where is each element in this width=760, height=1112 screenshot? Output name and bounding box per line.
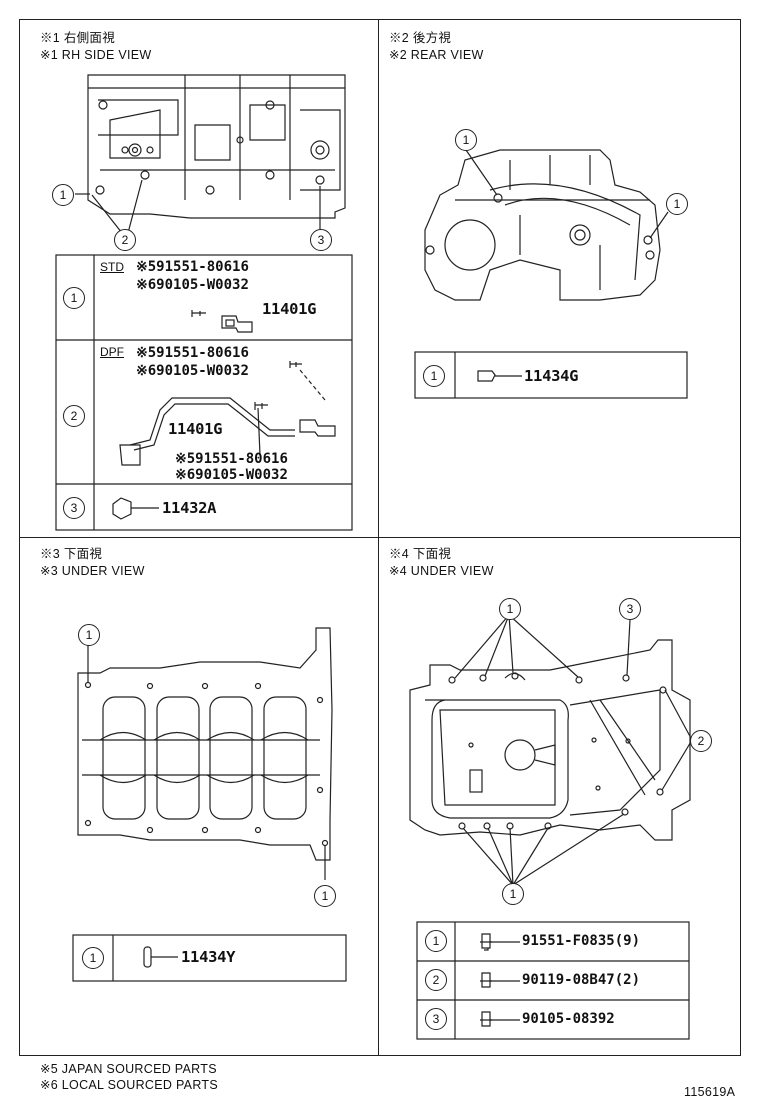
- rear-view-block: [424, 149, 669, 301]
- table3-lines: [72, 934, 347, 982]
- under-view3-block: [77, 627, 333, 880]
- callout-1-view1: 1: [52, 184, 74, 206]
- part-dpf-washer-a[interactable]: ※690105-W0032: [136, 363, 249, 379]
- view4-title-en: ※4 UNDER VIEW: [389, 564, 494, 578]
- table3-row1-index: 1: [82, 947, 104, 969]
- rh-side-view-block: [75, 74, 346, 234]
- part-oilpan-bolt-3[interactable]: 90105-08392: [522, 1011, 615, 1027]
- under-view4-block: [409, 614, 693, 886]
- part-oilpan-bolt-1[interactable]: 91551-F0835(9): [522, 933, 641, 949]
- table2-lines: [414, 351, 688, 399]
- table4-row1-index: 1: [425, 930, 447, 952]
- callout-1-view3-bottom: 1: [314, 885, 336, 907]
- std-tag: STD: [100, 260, 124, 274]
- sensor-harness-dpf: [119, 361, 336, 466]
- part-dpf-bolt-b[interactable]: ※591551-80616: [175, 451, 288, 467]
- view3-title-en: ※3 UNDER VIEW: [40, 564, 145, 578]
- dowel-11434y: [143, 946, 178, 968]
- table4-row3-index: 3: [425, 1008, 447, 1030]
- callout-1-view4-top: 1: [499, 598, 521, 620]
- table1-row2-index: 2: [63, 405, 85, 427]
- table2-row1-index: 1: [423, 365, 445, 387]
- horizontal-divider: [19, 537, 741, 538]
- view4-title-jp: ※4 下面視: [389, 547, 452, 561]
- callout-3-view4: 3: [619, 598, 641, 620]
- dowel-11434g: [477, 370, 522, 382]
- view2-title-jp: ※2 後方視: [389, 31, 452, 45]
- part-rear-dowel[interactable]: 11434G: [524, 367, 579, 385]
- view2-title-en: ※2 REAR VIEW: [389, 48, 484, 62]
- part-std-bolt[interactable]: ※591551-80616: [136, 259, 249, 275]
- part-dpf-bolt-a[interactable]: ※591551-80616: [136, 345, 249, 361]
- table1-row1-index: 1: [63, 287, 85, 309]
- callout-1-view3-top: 1: [78, 624, 100, 646]
- dpf-tag: DPF: [100, 345, 124, 359]
- part-std-sensor[interactable]: 11401G: [262, 300, 317, 318]
- sensor-bolt-std: [191, 310, 253, 333]
- footnote-local-sourced: ※6 LOCAL SOURCED PARTS: [40, 1078, 218, 1092]
- table1-row3-index: 3: [63, 497, 85, 519]
- callout-1-view4-bottom: 1: [502, 883, 524, 905]
- part-under-dowel[interactable]: 11434Y: [181, 948, 236, 966]
- part-std-washer[interactable]: ※690105-W0032: [136, 277, 249, 293]
- table1-lines: [55, 254, 353, 531]
- view1-title-en: ※1 RH SIDE VIEW: [40, 48, 152, 62]
- view1-title-jp: ※1 右側面視: [40, 31, 116, 45]
- callout-1-view2-left: 1: [455, 129, 477, 151]
- part-plug[interactable]: 11432A: [162, 499, 217, 517]
- part-dpf-washer-b[interactable]: ※690105-W0032: [175, 467, 288, 483]
- table4-lines: [416, 921, 690, 1040]
- part-dpf-sensor[interactable]: 11401G: [168, 420, 223, 438]
- bolt-icons-table4: [480, 933, 520, 1027]
- part-oilpan-bolt-2[interactable]: 90119-08B47(2): [522, 972, 641, 988]
- table4-row2-index: 2: [425, 969, 447, 991]
- footnote-japan-sourced: ※5 JAPAN SOURCED PARTS: [40, 1062, 217, 1076]
- callout-3-view1: 3: [310, 229, 332, 251]
- callout-1-view2-right: 1: [666, 193, 688, 215]
- drawing-id: 115619A: [684, 1085, 736, 1099]
- plug-11432a: [112, 497, 159, 520]
- callout-2-view1: 2: [114, 229, 136, 251]
- callout-2-view4: 2: [690, 730, 712, 752]
- view3-title-jp: ※3 下面視: [40, 547, 103, 561]
